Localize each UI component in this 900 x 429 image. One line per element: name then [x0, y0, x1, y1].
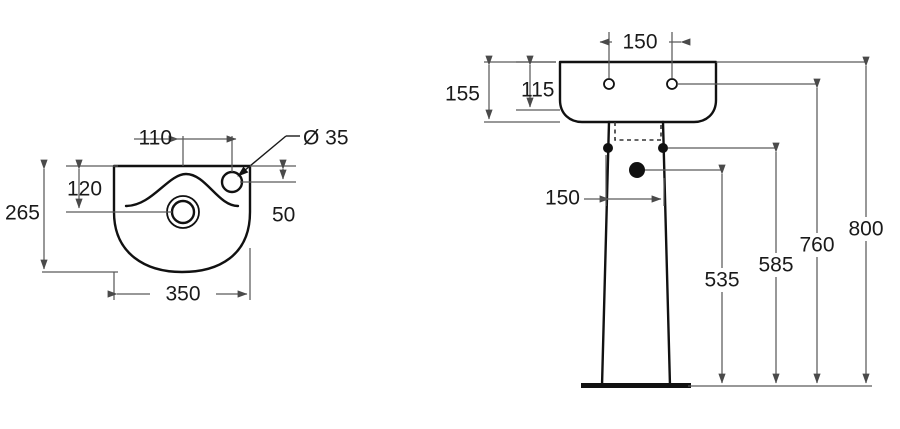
- elevation-pedestal-base: [581, 383, 691, 388]
- plan-dim-label-diameter-35: Ø 35: [303, 127, 349, 150]
- elevation-dim-label-535: 535: [704, 269, 739, 292]
- elevation-pedestal-right-edge: [661, 120, 672, 388]
- elevation-waste-outlet: [629, 162, 645, 178]
- elevation-view-group: 150 155 115 150 535 585 760: [445, 31, 892, 388]
- elevation-dim-label-800: 800: [848, 218, 883, 241]
- elevation-dim-label-150-top: 150: [622, 31, 657, 54]
- plan-view-group: 110 Ø 35 120 265 50 350: [5, 127, 349, 306]
- elevation-tap-hole-left: [603, 78, 615, 90]
- elevation-fixing-bolt-right: [658, 143, 668, 153]
- elevation-dim-label-585: 585: [758, 254, 793, 277]
- elevation-pedestal-left-edge: [600, 120, 611, 388]
- plan-dim-label-350-backing: [150, 283, 216, 305]
- elevation-dim-label-155: 155: [445, 83, 480, 106]
- plan-dim-label-110: 110: [139, 127, 172, 150]
- plan-basin-outline: [112, 164, 252, 274]
- elevation-dim-label-760-backing: [795, 233, 841, 257]
- plan-leader-diameter-35: [237, 135, 287, 177]
- elevation-dim-label-760: 760: [799, 234, 834, 257]
- elevation-dim-label-800-backing: [844, 217, 892, 241]
- elevation-pedestal-socket-hidden: [614, 122, 662, 141]
- elevation-dim-label-115: 115: [521, 79, 554, 102]
- plan-dim-label-50: 50: [272, 204, 295, 227]
- plan-dim-label-120: 120: [67, 178, 102, 201]
- plan-bowl-rim-curve: [124, 172, 240, 208]
- plan-dim-label-265: 265: [5, 202, 40, 225]
- elevation-dim-label-585-backing: [754, 253, 800, 277]
- plan-dim-label-350: 350: [165, 283, 200, 306]
- elevation-basin-outline: [558, 60, 718, 124]
- elevation-fixing-bolt-left: [603, 143, 613, 153]
- elevation-dim-label-150-lower: 150: [545, 187, 580, 210]
- elevation-dim-label-535-backing: [700, 268, 746, 292]
